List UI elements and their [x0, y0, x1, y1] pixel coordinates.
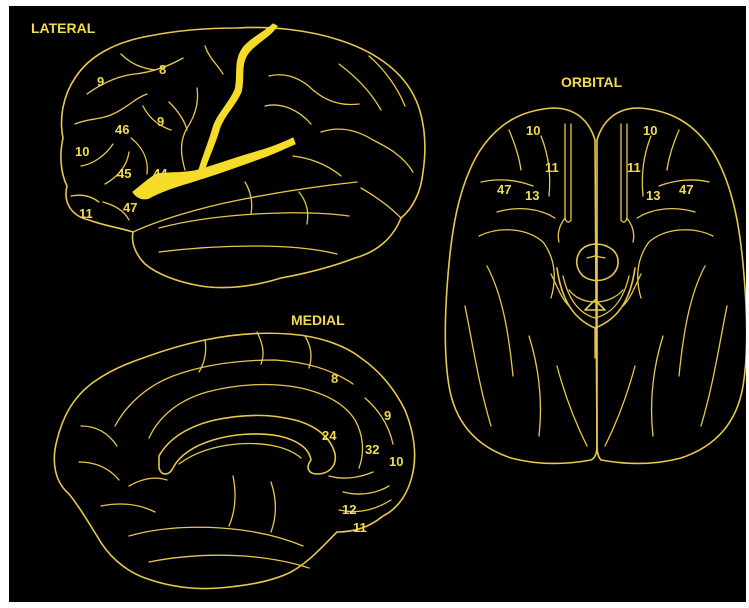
medial-area-24: 24 — [322, 428, 337, 443]
medial-area-10: 10 — [389, 454, 403, 469]
medial-area-9: 9 — [384, 408, 391, 423]
central-sulcus — [199, 24, 277, 170]
corpus-callosum — [159, 416, 335, 475]
lateral-area-45: 45 — [117, 166, 131, 181]
orbital-area-10R: 10 — [643, 123, 657, 138]
medial-title: MEDIAL — [291, 312, 345, 328]
lateral-area-46: 46 — [115, 122, 129, 137]
orbital-area-47L: 47 — [497, 182, 511, 197]
lateral-area-11: 11 — [79, 206, 93, 221]
orbital-area-47R: 47 — [679, 182, 693, 197]
lateral-area-44: 44 — [153, 166, 168, 181]
lateral-area-9b: 9 — [157, 114, 164, 129]
diagram-panel: LATERAL 9 8 9 46 10 45 44 47 11 — [9, 6, 746, 602]
orbital-area-11L: 11 — [545, 160, 559, 175]
brain-diagram: LATERAL 9 8 9 46 10 45 44 47 11 — [9, 6, 746, 602]
orbital-area-11R: 11 — [627, 160, 641, 175]
orbital-left-hemisphere — [445, 108, 597, 464]
orbital-view: ORBITAL 10 10 11 11 47 13 13 47 — [445, 74, 746, 464]
lateral-view: LATERAL 9 8 9 46 10 45 44 47 11 — [31, 20, 425, 288]
medial-view: MEDIAL 8 9 24 32 10 12 11 — [54, 312, 414, 589]
lateral-area-47: 47 — [123, 200, 137, 215]
medial-area-32: 32 — [365, 442, 379, 457]
lateral-area-9a: 9 — [97, 74, 104, 89]
lateral-area-8: 8 — [159, 62, 166, 77]
orbital-area-10L: 10 — [526, 123, 540, 138]
orbital-area-13R: 13 — [646, 188, 660, 203]
lateral-area-10: 10 — [75, 144, 89, 159]
medial-area-11: 11 — [353, 520, 367, 535]
orbital-area-13L: 13 — [525, 188, 539, 203]
orbital-title: ORBITAL — [561, 74, 623, 90]
lateral-title: LATERAL — [31, 20, 96, 36]
medial-area-8: 8 — [331, 371, 338, 386]
orbital-right-hemisphere — [597, 108, 746, 464]
medial-area-12: 12 — [342, 502, 356, 517]
